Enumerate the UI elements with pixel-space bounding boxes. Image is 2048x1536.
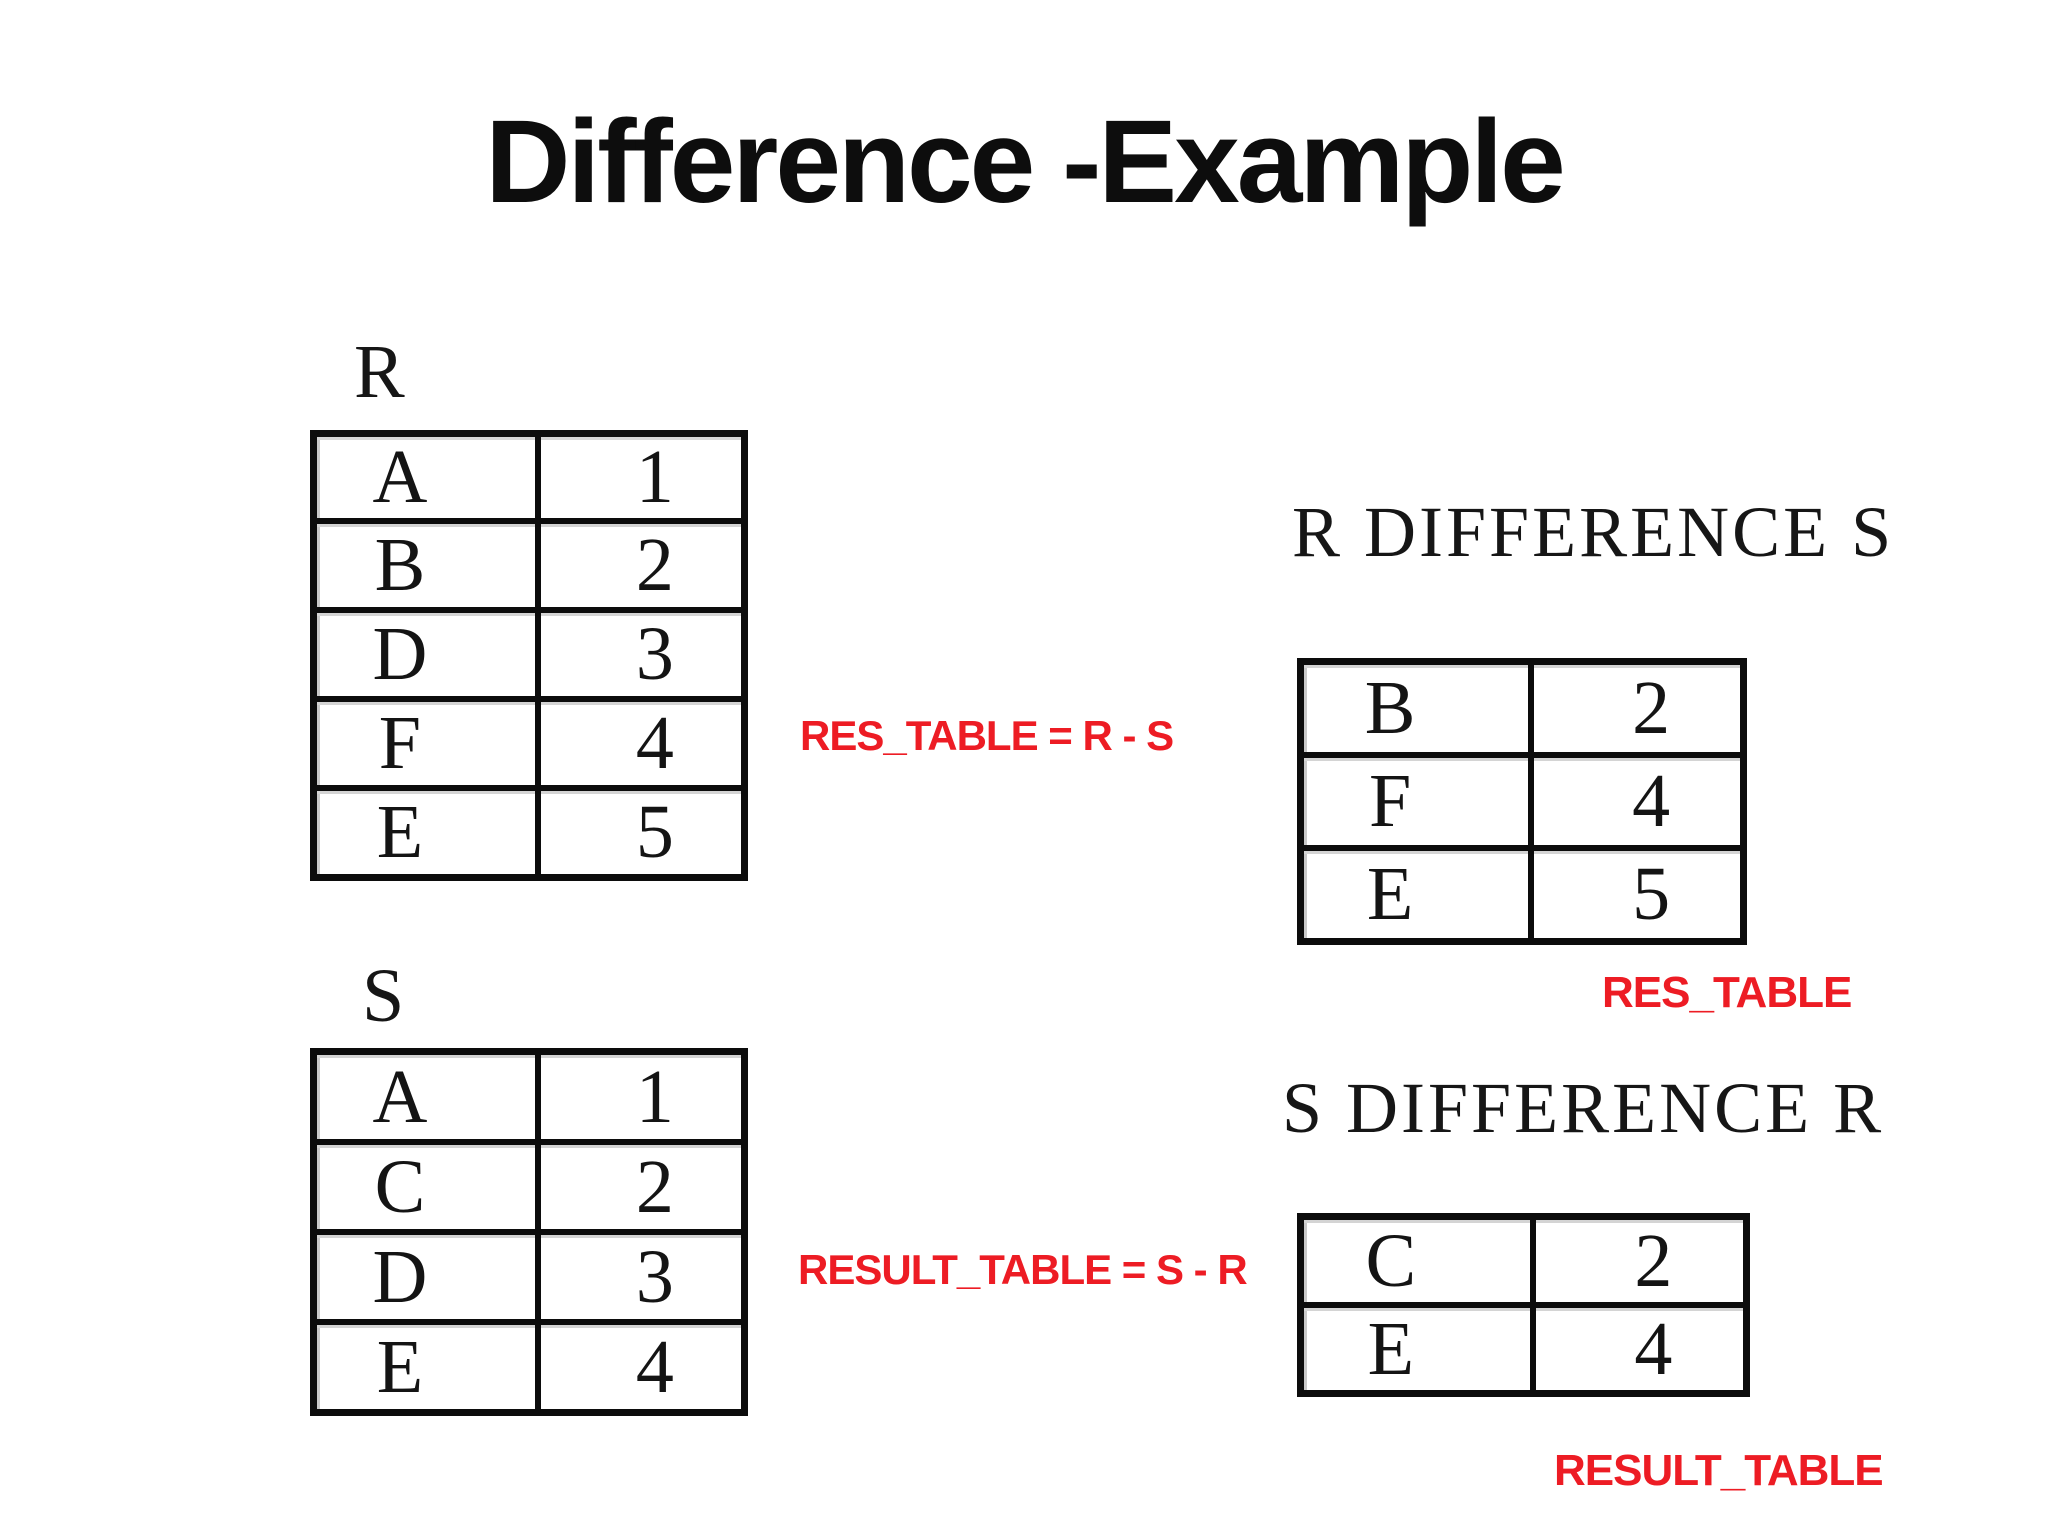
table-row: D 3 xyxy=(317,1229,741,1319)
table-res: B 2 F 4 E 5 xyxy=(1297,658,1747,945)
table-cell: E xyxy=(317,1325,541,1409)
res-formula-text: RES_TABLE = R - S xyxy=(800,712,1174,759)
table-cell: A xyxy=(317,1055,541,1139)
table-row: D 3 xyxy=(317,607,741,696)
table-s: A 1 C 2 D 3 E 4 xyxy=(310,1048,748,1416)
table-r: A 1 B 2 D 3 F 4 E 5 xyxy=(310,430,748,881)
table-cell: 4 xyxy=(541,702,741,785)
r-difference-s-heading: R DIFFERENCE S xyxy=(1292,492,1895,572)
table-row: C 2 xyxy=(317,1139,741,1229)
table-cell: 5 xyxy=(541,791,741,874)
table-cell: E xyxy=(1304,851,1535,938)
table-cell: 4 xyxy=(541,1325,741,1409)
table-cell: 2 xyxy=(1536,1220,1743,1302)
table-row: E 4 xyxy=(317,1319,741,1409)
table-cell: F xyxy=(317,702,541,785)
table-cell: E xyxy=(317,791,541,874)
table-cell: B xyxy=(317,524,541,607)
result-formula-text: RESULT_TABLE = S - R xyxy=(798,1246,1248,1293)
table-row: E 4 xyxy=(1304,1302,1743,1390)
table-row: A 1 xyxy=(317,437,741,518)
table-s-label: S xyxy=(362,954,405,1038)
table-r-label: R xyxy=(354,330,405,414)
s-difference-r-heading: S DIFFERENCE R xyxy=(1282,1068,1885,1148)
table-cell: 3 xyxy=(541,1235,741,1319)
table-row: B 2 xyxy=(1304,665,1740,752)
result-table-label: RESULT_TABLE xyxy=(1554,1446,1884,1495)
table-row: F 4 xyxy=(1304,752,1740,845)
table-cell: 3 xyxy=(541,613,741,696)
table-cell: A xyxy=(317,437,541,518)
table-row: E 5 xyxy=(317,785,741,874)
table-result: C 2 E 4 xyxy=(1297,1213,1750,1397)
table-cell: D xyxy=(317,613,541,696)
table-row: E 5 xyxy=(1304,845,1740,938)
table-row: A 1 xyxy=(317,1055,741,1139)
table-cell: C xyxy=(1304,1220,1536,1302)
table-cell: 2 xyxy=(541,524,741,607)
table-cell: 5 xyxy=(1534,851,1740,938)
table-cell: E xyxy=(1304,1308,1536,1390)
table-cell: F xyxy=(1304,758,1535,845)
table-cell: 2 xyxy=(1534,665,1740,752)
table-row: F 4 xyxy=(317,696,741,785)
table-cell: B xyxy=(1304,665,1535,752)
table-cell: D xyxy=(317,1235,541,1319)
table-cell: 1 xyxy=(541,1055,741,1139)
table-cell: 1 xyxy=(541,437,741,518)
table-cell: 4 xyxy=(1534,758,1740,845)
table-row: C 2 xyxy=(1304,1220,1743,1302)
table-cell: 2 xyxy=(541,1145,741,1229)
table-row: B 2 xyxy=(317,518,741,607)
slide-title: Difference -Example xyxy=(485,96,1566,228)
res-table-label: RES_TABLE xyxy=(1602,968,1852,1017)
table-cell: 4 xyxy=(1536,1308,1743,1390)
table-cell: C xyxy=(317,1145,541,1229)
